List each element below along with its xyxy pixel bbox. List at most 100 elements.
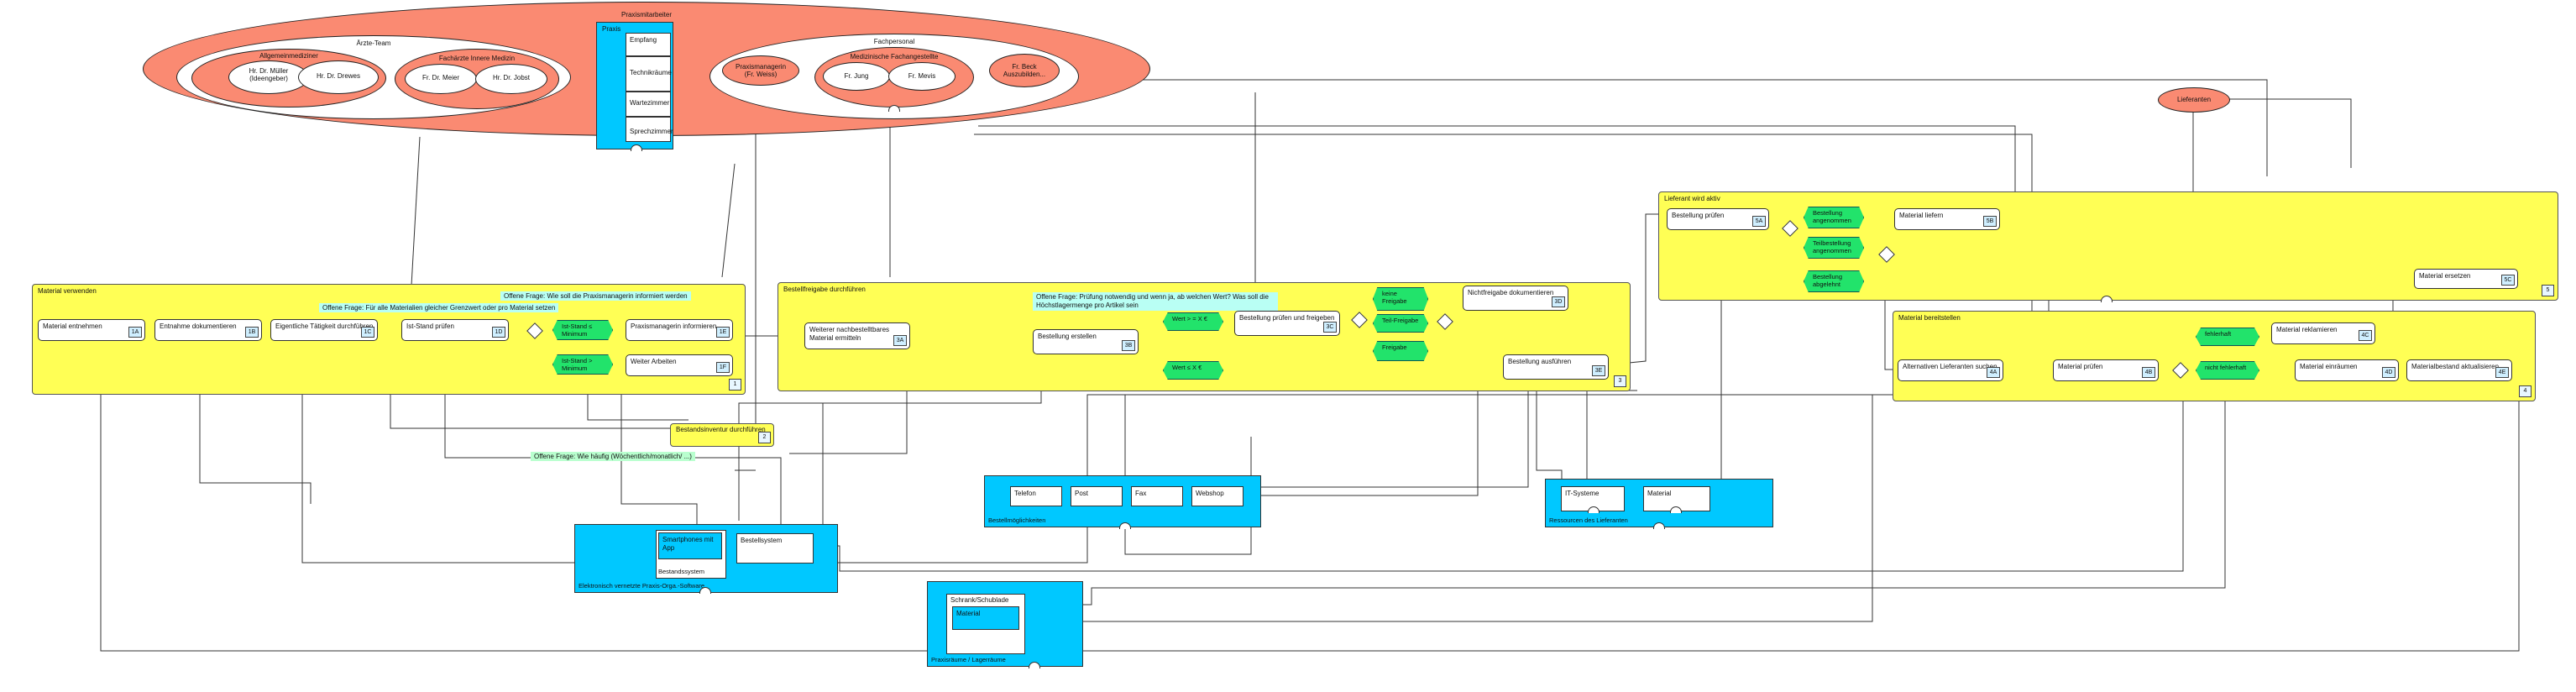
praxis-label: Praxis <box>602 25 621 33</box>
task-label: Weiter Arbeiten <box>631 358 677 365</box>
task-4d[interactable]: Material einräumen 4D <box>2295 359 2399 381</box>
task-1d[interactable]: Ist-Stand prüfen 1D <box>401 319 509 341</box>
room-sprechzimmer[interactable]: Sprechzimmer <box>626 117 673 142</box>
task-4b[interactable]: Material prüfen 4B <box>2053 359 2159 381</box>
event-wert-gross: Wert > = X € <box>1163 312 1223 331</box>
bestellmoeglichkeiten-box[interactable]: Bestellmöglichkeiten Telefon Post Fax We… <box>984 475 1261 529</box>
collapse-marker-icon <box>1653 522 1665 529</box>
jobst-ellipse[interactable]: Hr. Dr. Jobst <box>475 64 547 94</box>
pool-material-bereitstellen[interactable]: Material bereitstellen 4 <box>1893 311 2536 401</box>
collapse-marker-icon <box>1119 522 1131 529</box>
task-3b[interactable]: Bestellung erstellen 3B <box>1033 329 1139 354</box>
praxismanagerin-ellipse[interactable]: Praxismanagerin (Fr. Weiss) <box>722 55 799 86</box>
room-technikraeume[interactable]: Technikräume <box>626 56 672 92</box>
kanal-webshop[interactable]: Webshop <box>1191 486 1243 506</box>
collapse-marker-icon <box>2101 296 2113 302</box>
lieferanten-ellipse[interactable]: Lieferanten <box>2158 87 2230 113</box>
schrank-box[interactable]: Schrank/Schublade Material <box>946 594 1025 654</box>
task-4e[interactable]: Materialbestand aktualisieren 4E <box>2406 359 2512 381</box>
edge <box>1054 79 2268 176</box>
drewes-ellipse[interactable]: Hr. Dr. Drewes <box>298 60 379 94</box>
edge <box>411 136 421 286</box>
task-id: 1B <box>245 327 259 338</box>
lagerraeume-box[interactable]: Praxisräume / Lagerräume Schrank/Schubla… <box>927 581 1083 668</box>
jung-ellipse[interactable]: Fr. Jung <box>823 62 890 91</box>
edge <box>2225 98 2352 168</box>
pool-bestandsinventur[interactable]: Bestandsinventur durchführen 2 <box>670 423 774 447</box>
event-nicht-fehlerhaft: nicht fehlerhaft <box>2196 361 2259 380</box>
bestandssystem-box[interactable]: Smartphones mit App Bestandssystem <box>656 530 726 579</box>
task-1b[interactable]: Entnahme dokumentieren 1B <box>154 319 262 341</box>
task-label: Praxismanagerin informieren <box>631 322 717 330</box>
kanal-fax[interactable]: Fax <box>1131 486 1183 506</box>
material-box[interactable]: Material <box>952 606 1019 630</box>
task-1c[interactable]: Eigentliche Tätigkeit durchführen 1C <box>270 319 378 341</box>
edge <box>978 125 2016 193</box>
pool-title: Bestellfreigabe durchführen <box>783 286 866 293</box>
task-5c[interactable]: Material ersetzen 5C <box>2414 269 2518 289</box>
collapse-marker-icon <box>888 105 900 112</box>
task-id: 1F <box>716 362 730 373</box>
event-istmin-gt: Ist-Stand > Minimum <box>552 354 613 375</box>
task-label: Material einräumen <box>2300 363 2358 370</box>
it-system-box[interactable]: Elektronisch vernetzte Praxis-Orga.-Soft… <box>574 524 838 594</box>
task-label: Materialbestand aktualisieren <box>2411 363 2500 370</box>
bestellsystem-box[interactable]: Bestellsystem <box>736 533 814 564</box>
kanal-post[interactable]: Post <box>1071 486 1123 506</box>
jung-label: Fr. Jung <box>844 72 869 80</box>
praxis-box[interactable]: Praxis Empfang Technikräume Wartezimmer … <box>596 22 673 151</box>
task-3a[interactable]: Weiterer nachbestelltbares Material ermi… <box>804 322 910 349</box>
task-5a[interactable]: Bestellung prüfen 5A <box>1667 208 1769 230</box>
task-4a[interactable]: Alternativen Lieferanten suchen 4A <box>1898 359 2003 381</box>
task-id: 1E <box>716 327 730 338</box>
event-bestellung-abgelehnt: Bestellung abgelehnt <box>1804 270 1864 292</box>
event-fehlerhaft: fehlerhaft <box>2196 328 2259 346</box>
allgemeinmediziner-label: Allgemeinmediziner <box>259 52 318 60</box>
task-id: 5C <box>2501 275 2515 286</box>
pool-number: 5 <box>2542 285 2554 296</box>
task-3d[interactable]: Nichtfreigabe dokumentieren 3D <box>1463 286 1568 311</box>
beck-ellipse[interactable]: Fr. Beck Auszubilden... <box>989 54 1060 87</box>
mueller-ellipse[interactable]: Hr. Dr. Müller (Ideengeber) <box>228 60 309 94</box>
jobst-label: Hr. Dr. Jobst <box>492 74 530 81</box>
praxismitarbeiter-label: Praxismitarbeiter <box>620 11 672 18</box>
task-id: 4D <box>2382 367 2395 378</box>
aerzte-team-label: Ärzte-Team <box>356 39 391 47</box>
bestellmoeglichkeiten-title: Bestellmöglichkeiten <box>988 516 1046 524</box>
task-label: Eigentliche Tätigkeit durchführen <box>275 322 374 330</box>
collapse-marker-icon <box>631 144 642 151</box>
task-1a[interactable]: Material entnehmen 1A <box>38 319 145 341</box>
praxismanagerin-label: Praxismanagerin (Fr. Weiss) <box>735 63 787 78</box>
task-label: Material ersetzen <box>2419 272 2471 280</box>
pool-number: 3 <box>1614 375 1626 387</box>
event-keine-freigabe: keine Freigabe <box>1373 287 1428 311</box>
task-3c[interactable]: Bestellung prüfen und freigeben 3C <box>1234 311 1340 336</box>
task-4c[interactable]: Material reklamieren 4C <box>2271 322 2375 344</box>
task-label: Entnahme dokumentieren <box>160 322 237 330</box>
kanal-telefon[interactable]: Telefon <box>1010 486 1062 506</box>
task-1e[interactable]: Praxismanagerin informieren 1E <box>626 319 733 341</box>
drewes-label: Hr. Dr. Drewes <box>316 72 360 80</box>
pool-title: Lieferant wird aktiv <box>1664 195 1720 202</box>
lieferanten-ressourcen-box[interactable]: Ressourcen des Lieferanten IT-Systeme Ma… <box>1545 479 1773 529</box>
room-empfang[interactable]: Empfang <box>626 33 671 56</box>
task-label: Material liefern <box>1899 212 1944 219</box>
fachpersonal-label: Fachpersonal <box>873 38 915 45</box>
smartphone-box[interactable]: Smartphones mit App <box>658 532 722 559</box>
task-5b[interactable]: Material liefern 5B <box>1894 208 2000 230</box>
task-id: 5B <box>1983 216 1997 227</box>
room-wartezimmer[interactable]: Wartezimmer <box>626 92 671 117</box>
event-freigabe: Freigabe <box>1373 341 1428 361</box>
task-label: Alternativen Lieferanten suchen <box>1903 363 1997 370</box>
event-teil-freigabe: Teil-Freigabe <box>1373 314 1428 333</box>
task-3e[interactable]: Bestellung ausführen 3E <box>1503 354 1609 380</box>
meier-label: Fr. Dr. Meier <box>421 74 459 81</box>
collapse-marker-icon <box>1670 506 1682 513</box>
task-id: 4E <box>2495 367 2509 378</box>
event-wert-klein: Wert ≤ X € <box>1163 361 1223 380</box>
meier-ellipse[interactable]: Fr. Dr. Meier <box>405 64 477 94</box>
task-id: 1D <box>492 327 505 338</box>
mevis-ellipse[interactable]: Fr. Mevis <box>888 62 956 91</box>
task-id: 5A <box>1752 216 1766 227</box>
task-1f[interactable]: Weiter Arbeiten 1F <box>626 354 733 376</box>
